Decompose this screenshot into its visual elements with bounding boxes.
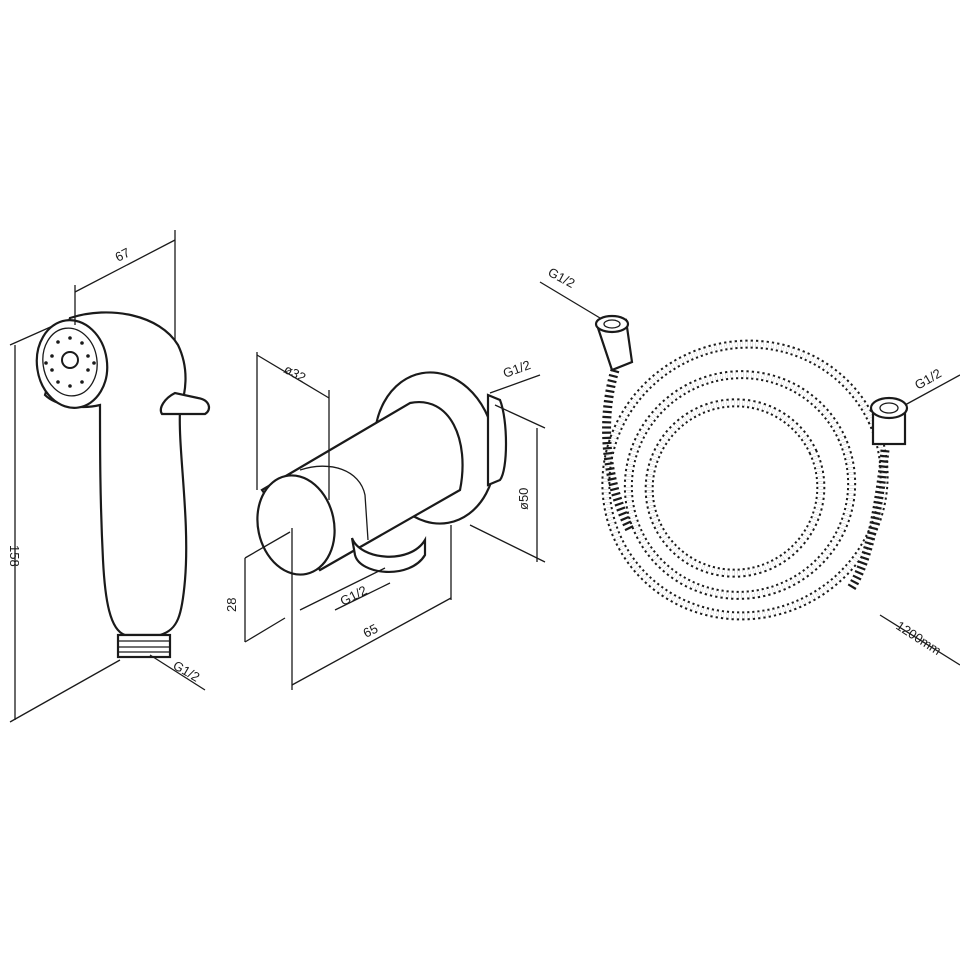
hose-right-thread-label: G1/2 [912, 366, 944, 393]
flange-diameter-label: ø50 [516, 488, 531, 510]
hand-shower-thread-label: G1/2 [171, 658, 203, 685]
depth-label: 65 [361, 621, 381, 641]
hose-length-label: 1200mm [893, 618, 944, 658]
holder-diameter-label: ø32 [282, 361, 309, 385]
hand-shower-height-label: 158 [7, 545, 22, 567]
hose-left-thread-label: G1/2 [546, 264, 578, 290]
spray-holes-icon [44, 336, 96, 388]
hose-coil [601, 339, 890, 621]
hand-shower: 67 158 G1/2 [7, 230, 211, 723]
wall-valve: ø32 G1/2 ø50 28 G1/2 65 [224, 352, 546, 690]
inlet-thread-label: G1/2 [501, 357, 533, 381]
hand-shower-width-label: 67 [113, 245, 133, 265]
outlet-thread-label: G1/2 [338, 583, 370, 609]
left-hose-nut [594, 314, 634, 372]
offset-label: 28 [224, 598, 239, 612]
shower-hose: G1/2 G1/2 1200mm [539, 264, 960, 666]
right-hose-nut [869, 396, 909, 446]
